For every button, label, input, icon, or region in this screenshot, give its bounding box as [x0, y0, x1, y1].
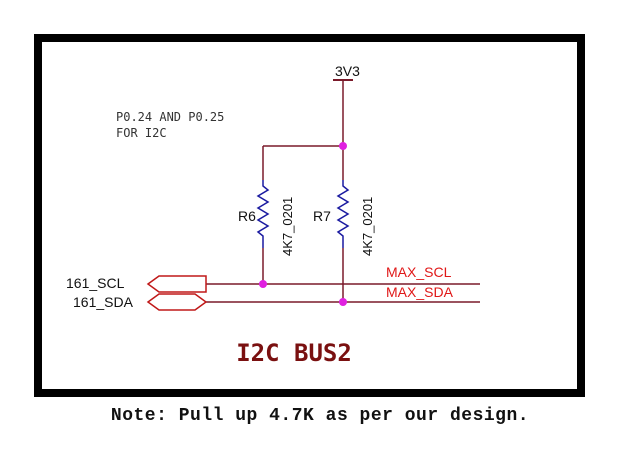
- resistor-r7-value: 4K7_0201: [360, 197, 375, 256]
- resistor-r7-symbol: [336, 180, 350, 248]
- port-161-sda: 161_SDA: [73, 293, 208, 311]
- port-scl-symbol: [146, 275, 207, 293]
- power-symbol-3v3: 3V3: [333, 63, 360, 146]
- power-label: 3V3: [335, 63, 360, 79]
- comment-line-2: FOR I2C: [116, 126, 167, 140]
- junction-dot-sda: [339, 298, 347, 306]
- port-scl-label: 161_SCL: [66, 275, 125, 291]
- port-sda-label: 161_SDA: [73, 294, 134, 310]
- design-note: Note: Pull up 4.7K as per our design.: [110, 406, 530, 426]
- resistor-r7: R7 4K7_0201: [313, 180, 375, 256]
- comment-line-1: P0.24 AND P0.25: [116, 110, 224, 124]
- schematic-title: I2C BUS2: [236, 339, 352, 367]
- resistor-r6-designator: R6: [238, 208, 256, 224]
- resistor-r6: R6 4K7_0201: [238, 180, 295, 256]
- resistor-r6-value: 4K7_0201: [280, 197, 295, 256]
- resistor-r7-designator: R7: [313, 208, 331, 224]
- net-label-max-scl: MAX_SCL: [386, 264, 452, 280]
- net-label-max-sda: MAX_SDA: [386, 284, 454, 300]
- junction-dot-top: [339, 142, 347, 150]
- resistor-r6-symbol: [256, 180, 270, 248]
- port-161-scl: 161_SCL: [66, 275, 207, 293]
- junction-dot-scl: [259, 280, 267, 288]
- port-sda-symbol: [146, 293, 208, 311]
- schematic-frame: [34, 34, 585, 397]
